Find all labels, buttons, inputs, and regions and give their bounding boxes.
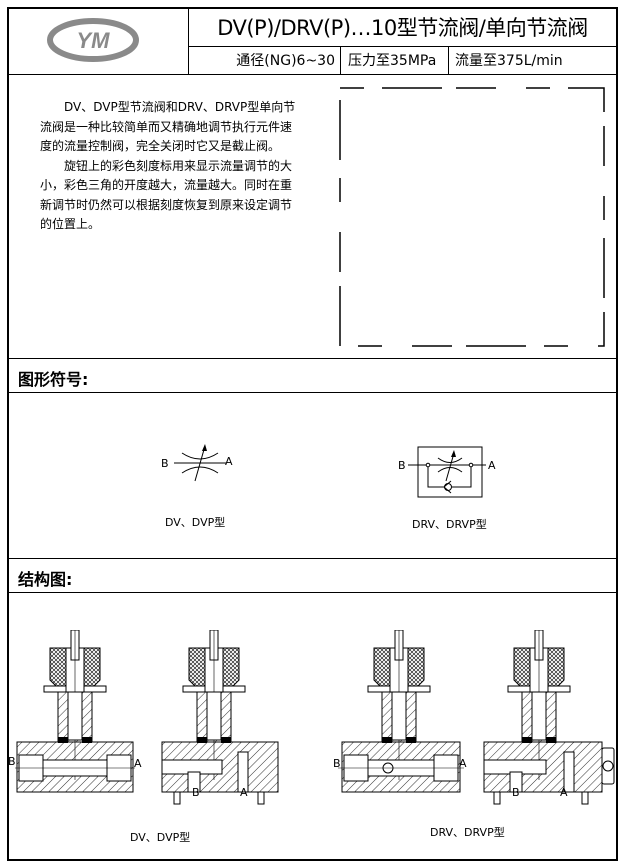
divider <box>188 46 618 47</box>
symbol-caption: DV、DVP型 <box>165 516 226 529</box>
symbol-caption: DRV、DRVP型 <box>412 518 487 531</box>
port-label-b: B <box>512 786 520 799</box>
check-throttle-valve-symbol <box>408 446 486 498</box>
intro-text: DV、DVP型节流阀和DRV、DRVP型单向节流阀是一种比较简单而又精确地调节执… <box>40 98 300 235</box>
divider <box>7 392 618 393</box>
spec-nominal-size: 通径(NG)6~30 <box>236 53 335 69</box>
spec-pressure: 压力至35MPa <box>348 53 437 69</box>
port-label-a: A <box>240 786 248 799</box>
divider <box>188 7 189 75</box>
dv-section-drawing <box>15 630 135 793</box>
port-label-b: B <box>161 457 169 470</box>
throttle-valve-symbol <box>174 444 226 482</box>
port-label-b: B <box>192 786 200 799</box>
dvp-section-drawing <box>161 630 279 805</box>
company-logo: YM <box>47 18 139 62</box>
divider <box>7 592 618 593</box>
spec-flow: 流量至375L/min <box>455 53 563 69</box>
structure-heading: 结构图: <box>18 570 73 589</box>
port-label-a: A <box>134 757 142 770</box>
divider <box>340 46 341 75</box>
divider <box>448 46 449 75</box>
product-photo-placeholder <box>339 87 605 347</box>
divider <box>7 358 618 359</box>
drv-section-drawing <box>338 630 464 793</box>
port-label-a: A <box>560 786 568 799</box>
port-label-a: A <box>488 459 496 472</box>
intro-paragraph: 旋钮上的彩色刻度标用来显示流量调节的大小，彩色三角的开度越大，流量越大。同时在重… <box>40 158 293 232</box>
svg-text:YM: YM <box>77 28 111 53</box>
port-label-b: B <box>333 757 341 770</box>
symbols-heading: 图形符号: <box>18 370 89 389</box>
port-label-a: A <box>459 757 467 770</box>
divider <box>7 558 618 559</box>
port-label-b: B <box>8 755 16 768</box>
port-label-b: B <box>398 459 406 472</box>
structure-caption: DRV、DRVP型 <box>430 826 505 839</box>
port-label-a: A <box>225 455 233 468</box>
intro-paragraph: DV、DVP型节流阀和DRV、DRVP型单向节流阀是一种比较简单而又精确地调节执… <box>40 100 296 153</box>
divider <box>7 74 618 75</box>
drvp-section-drawing <box>483 630 615 805</box>
structure-caption: DV、DVP型 <box>130 831 191 844</box>
page-frame <box>7 7 618 861</box>
page-title: DV(P)/DRV(P)…10型节流阀/单向节流阀 <box>217 16 588 40</box>
